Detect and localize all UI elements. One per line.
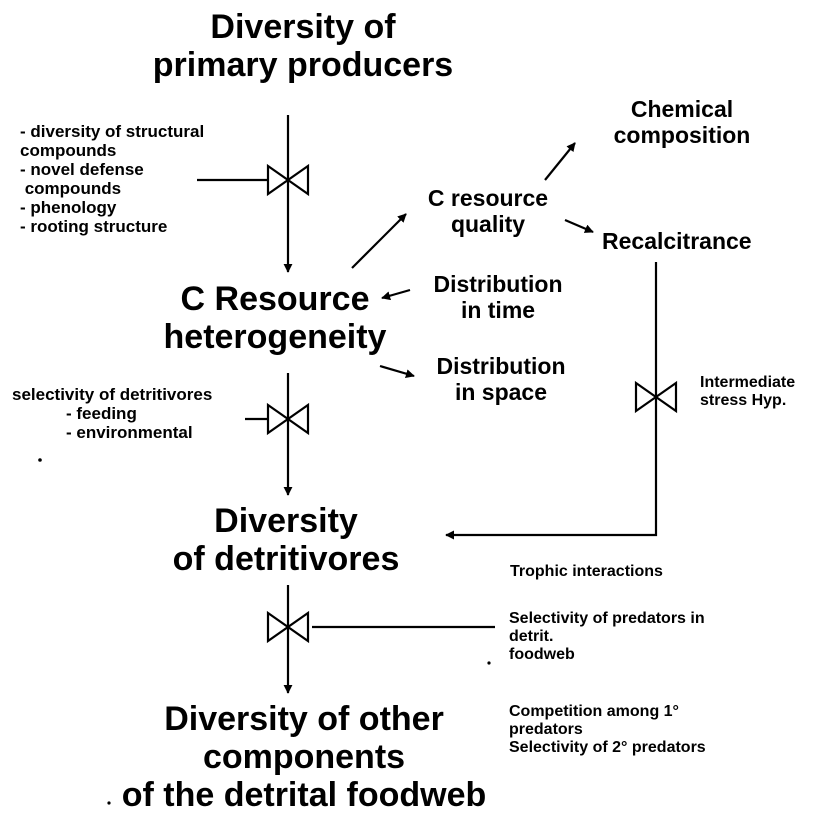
factor-predator-selectivity: Selectivity of predators in detrit. food… bbox=[509, 610, 705, 663]
arrow-recalcitrance-to-detritivores bbox=[445, 262, 658, 540]
valve-icon-detritivores bbox=[266, 402, 310, 436]
node-diversity-other-components: Diversity of other components of the det… bbox=[121, 700, 487, 814]
arrow-heterogeneity-to-quality bbox=[351, 213, 407, 269]
stray-dot bbox=[107, 801, 111, 805]
arrow-quality-to-recalcitrance bbox=[564, 218, 594, 234]
factor-trophic-interactions: Trophic interactions bbox=[510, 563, 663, 580]
valve-icon-predators bbox=[266, 610, 310, 644]
factor-producer-traits: - diversity of structural compounds - no… bbox=[20, 122, 205, 237]
arrow-time-to-heterogeneity bbox=[381, 288, 411, 301]
node-chemical-composition: Chemical composition bbox=[613, 96, 751, 148]
node-diversity-detritivores: Diversity of detritivores bbox=[172, 502, 400, 579]
node-c-resource-heterogeneity: C Resource heterogeneity bbox=[163, 280, 387, 357]
node-c-resource-quality: C resource quality bbox=[427, 185, 549, 237]
valve-icon-recalcitrance bbox=[634, 380, 678, 414]
factor-intermediate-stress: Intermediate stress Hyp. bbox=[700, 374, 796, 409]
arrow-quality-to-chemical bbox=[544, 142, 576, 181]
node-recalcitrance: Recalcitrance bbox=[602, 228, 752, 254]
node-distribution-space: Distribution in space bbox=[436, 353, 566, 405]
node-distribution-time: Distribution in time bbox=[433, 271, 563, 323]
factor-competition: Competition among 1° predators Selectivi… bbox=[509, 703, 706, 756]
arrow-heterogeneity-to-space bbox=[379, 364, 415, 379]
node-primary-producers: Diversity of primary producers bbox=[152, 8, 454, 85]
stray-dot bbox=[38, 458, 42, 462]
factor-detritivore-selectivity: selectivity of detritivores - feeding - … bbox=[12, 385, 213, 443]
stray-dot bbox=[487, 661, 491, 665]
valve-icon-producers bbox=[266, 163, 310, 197]
